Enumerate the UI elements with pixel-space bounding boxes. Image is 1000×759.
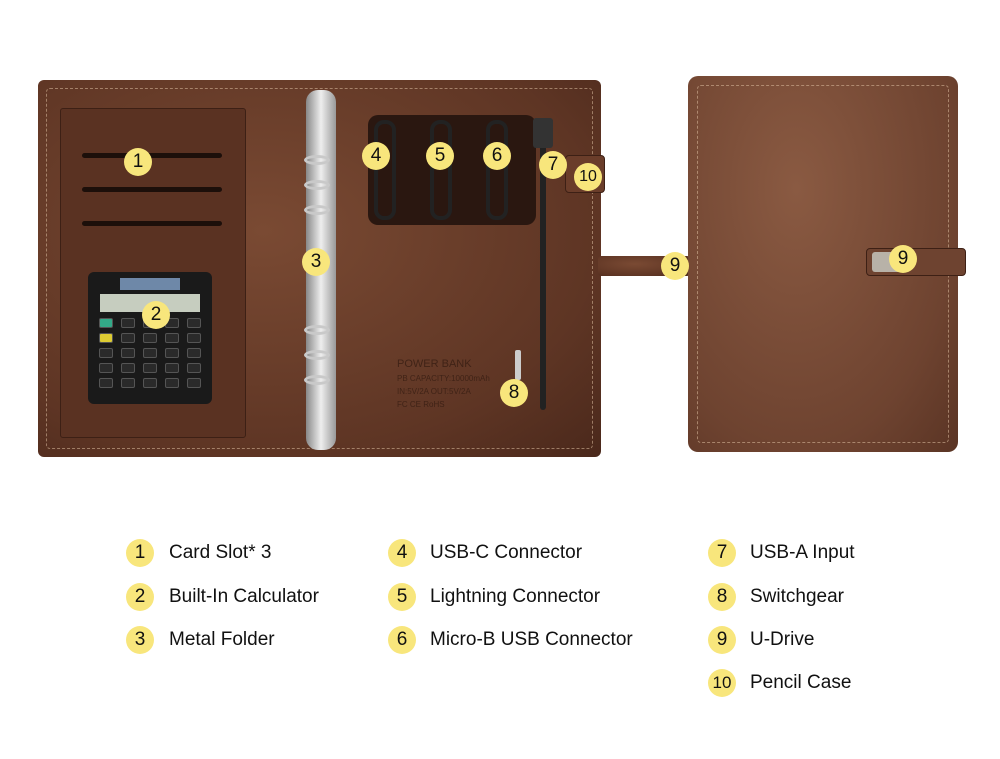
legend-label: Pencil Case [750, 672, 852, 693]
binder-ring [304, 325, 330, 335]
usb-a-cable [540, 120, 546, 410]
callout-7: 7 [539, 151, 567, 179]
power-bank-certs: FC CE RoHS [397, 400, 445, 409]
card-slot [82, 187, 222, 192]
legend-label: Lightning Connector [430, 586, 601, 607]
cable-recess [368, 115, 536, 225]
binder-ring [304, 375, 330, 385]
card-slot [82, 221, 222, 226]
legend-label: USB-C Connector [430, 542, 583, 563]
callout-2: 2 [142, 301, 170, 329]
callout-10: 10 [574, 163, 602, 191]
callout-8: 8 [500, 379, 528, 407]
power-bank-io: IN:5V/2A OUT:5V/2A [397, 387, 471, 396]
binder-ring [304, 180, 330, 190]
legend-number: 1 [126, 539, 154, 567]
callout-5: 5 [426, 142, 454, 170]
legend-label: Micro-B USB Connector [430, 629, 633, 650]
binder-ring [304, 155, 330, 165]
power-bank-capacity: PB CAPACITY:10000mAh [397, 374, 490, 383]
callout-1: 1 [124, 148, 152, 176]
solar-panel [120, 278, 180, 290]
cable [486, 120, 508, 220]
legend-number: 7 [708, 539, 736, 567]
legend-number: 8 [708, 583, 736, 611]
legend-label: Switchgear [750, 586, 844, 607]
cable [374, 120, 396, 220]
legend-label: Built-In Calculator [169, 586, 319, 607]
legend-number: 2 [126, 583, 154, 611]
legend-number: 9 [708, 626, 736, 654]
legend-number: 5 [388, 583, 416, 611]
legend-label: Card Slot* 3 [169, 542, 272, 563]
legend-label: Metal Folder [169, 629, 275, 650]
switch [515, 350, 521, 380]
card-slot [82, 153, 222, 158]
legend-label: U-Drive [750, 629, 815, 650]
usb-a-plug [533, 118, 553, 148]
power-bank-title: POWER BANK [397, 358, 472, 370]
callout-9-closed: 9 [889, 245, 917, 273]
callout-9: 9 [661, 252, 689, 280]
binder-ring [304, 205, 330, 215]
legend-label: USB-A Input [750, 542, 855, 563]
callout-4: 4 [362, 142, 390, 170]
callout-6: 6 [483, 142, 511, 170]
callout-3: 3 [302, 248, 330, 276]
cable [430, 120, 452, 220]
binder-ring [304, 350, 330, 360]
calculator-keys [94, 318, 206, 388]
legend-number: 6 [388, 626, 416, 654]
legend-number: 4 [388, 539, 416, 567]
legend-number: 3 [126, 626, 154, 654]
legend-number: 10 [708, 669, 736, 697]
calculator [88, 272, 212, 404]
